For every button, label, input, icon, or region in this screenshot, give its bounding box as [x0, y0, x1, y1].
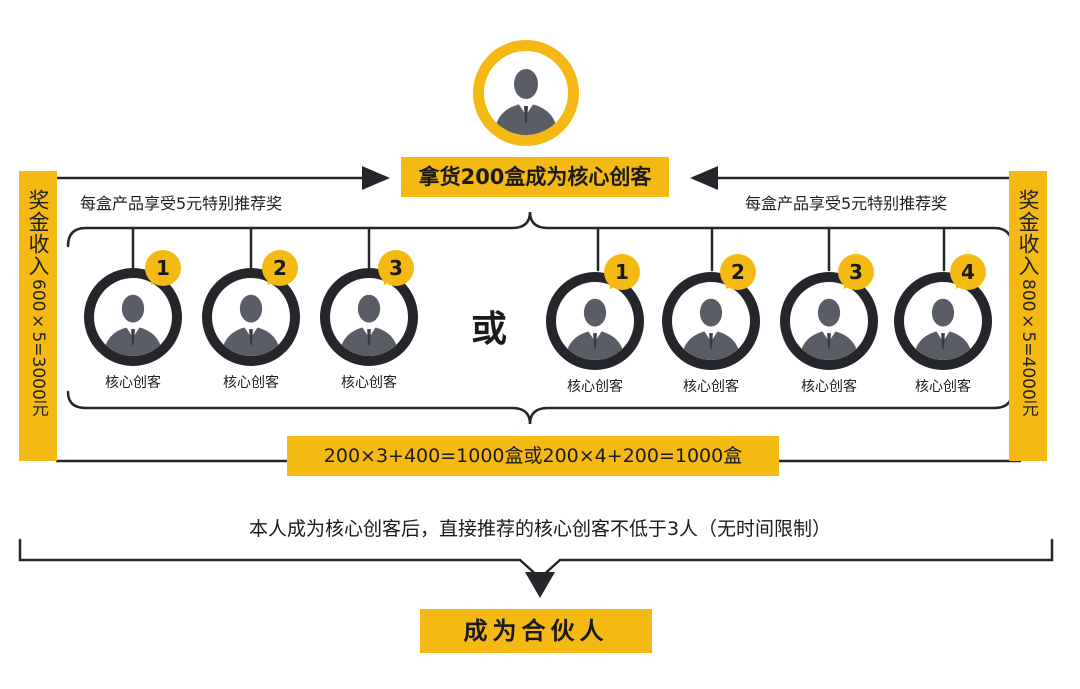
person-icon: [913, 298, 973, 360]
left-label-2: 核心创客: [223, 375, 279, 391]
top-avatar: [473, 40, 579, 146]
result-box: 成为合伙人: [420, 609, 652, 653]
right-badge-4: 4: [950, 254, 986, 290]
right-bonus-label: 奖金收入: [1016, 189, 1040, 277]
left-bonus-formula: 600×5=3000元: [28, 279, 48, 417]
right-bonus-box: 奖金收入 800×5=4000元: [1009, 171, 1047, 461]
left-badge-3: 3: [378, 250, 414, 286]
right-label-1: 核心创客: [567, 379, 623, 395]
right-bonus-formula: 800×5=4000元: [1018, 279, 1038, 417]
right-label-4: 核心创客: [915, 379, 971, 395]
title-box: 拿货200盒成为核心创客: [401, 157, 669, 197]
right-badge-2: 2: [720, 254, 756, 290]
left-avatar-3: [320, 268, 418, 366]
person-icon: [799, 298, 859, 360]
left-avatar-2: [202, 268, 300, 366]
left-badge-2: 2: [262, 250, 298, 286]
right-avatar-1: [546, 272, 644, 370]
left-badge-1: 1: [145, 250, 181, 286]
right-arrowhead: [690, 166, 718, 190]
left-reward-text: 每盒产品享受5元特别推荐奖: [80, 194, 283, 213]
right-avatar-2: [662, 272, 760, 370]
top-brace: [66, 211, 1014, 248]
condition-text: 本人成为核心创客后，直接推荐的核心创客不低于3人（无时间限制）: [248, 518, 832, 540]
right-label-2: 核心创客: [683, 379, 739, 395]
person-icon: [221, 294, 281, 356]
left-label-1: 核心创客: [105, 375, 161, 391]
left-bonus-label: 奖金收入: [26, 189, 50, 277]
left-avatar-1: [84, 268, 182, 366]
left-bonus-box: 奖金收入 600×5=3000元: [19, 171, 57, 461]
person-icon: [494, 69, 558, 135]
person-icon: [565, 298, 625, 360]
or-text: 或: [470, 309, 507, 350]
right-avatar-4: [894, 272, 992, 370]
person-icon: [681, 298, 741, 360]
formula-box: 200×3+400=1000盒或200×4+200=1000盒: [287, 436, 779, 476]
right-reward-text: 每盒产品享受5元特别推荐奖: [745, 194, 948, 213]
right-label-3: 核心创客: [801, 379, 857, 395]
down-arrowhead: [525, 572, 555, 598]
right-badge-1: 1: [604, 254, 640, 290]
person-icon: [103, 294, 163, 356]
person-icon: [339, 294, 399, 356]
left-arrowhead: [362, 166, 390, 190]
bottom-brace: [66, 390, 1014, 425]
left-label-3: 核心创客: [341, 375, 397, 391]
right-badge-3: 3: [838, 254, 874, 290]
